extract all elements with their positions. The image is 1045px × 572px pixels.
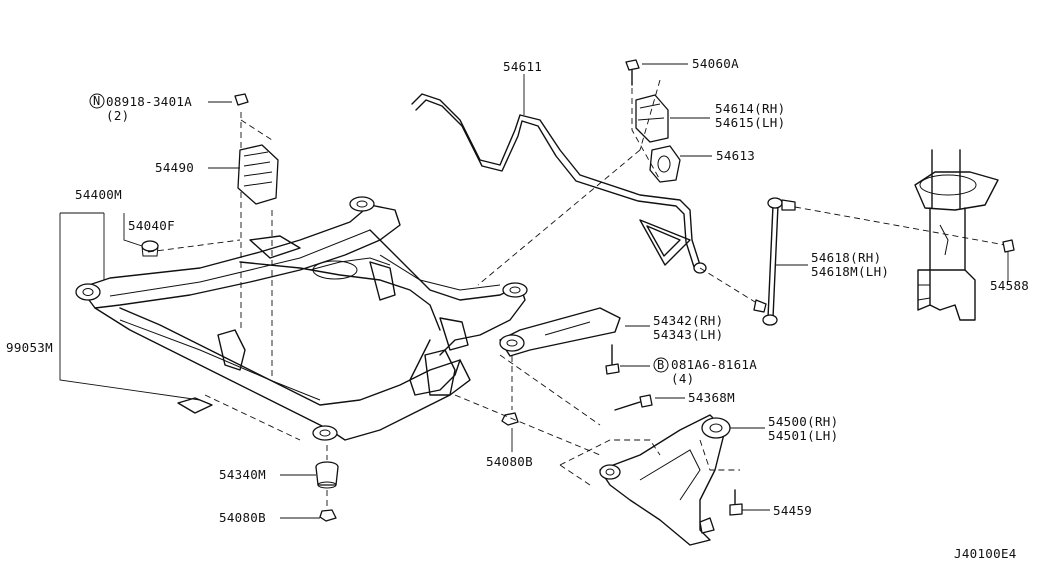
label-54500: 54500(RH): [768, 414, 838, 429]
label-54459: 54459: [773, 503, 812, 518]
label-54060a: 54060A: [692, 56, 739, 71]
label-08918-prefix: N: [93, 94, 100, 108]
label-54588: 54588: [990, 278, 1029, 293]
stabilizer-connecting-rod: [753, 197, 796, 326]
diagram-id: J40100E4: [954, 546, 1017, 561]
label-54342: 54342(RH): [653, 313, 723, 328]
label-54080b-left: 54080B: [219, 510, 266, 525]
label-99053m: 99053M: [6, 340, 53, 355]
label-54080b-center: 54080B: [486, 454, 533, 469]
label-081a6: B 081A6-8161A (4): [653, 357, 757, 386]
nut-54588: [1002, 239, 1015, 253]
strut-assembly: [914, 149, 999, 321]
part-54490-bracket: [237, 144, 279, 205]
nut-08918: [234, 93, 249, 106]
nut-54080b-left: [319, 509, 337, 522]
stabilizer-clamp: [635, 94, 669, 143]
label-08918-number: 08918-3401A: [106, 94, 192, 109]
label-54343: 54343(LH): [653, 327, 723, 342]
lower-transverse-link: [599, 414, 731, 546]
label-54613: 54613: [716, 148, 755, 163]
label-54501: 54501(LH): [768, 428, 838, 443]
label-54368m: 54368M: [688, 390, 735, 405]
part-54040f-cap: [141, 240, 159, 257]
label-54618: 54618(RH): [811, 250, 881, 265]
label-08918: N 08918-3401A (2): [89, 93, 192, 123]
label-54614: 54614(RH): [715, 101, 785, 116]
bolt-54060a: [625, 59, 640, 86]
mount-pad: [177, 397, 213, 414]
stabilizer-bushing: [649, 145, 681, 183]
label-54611: 54611: [503, 59, 542, 74]
leader-lines: [59, 63, 1009, 519]
label-54040f: 54040F: [128, 218, 175, 233]
bolt-54368m: [614, 394, 653, 411]
label-081a6-prefix: B: [657, 358, 664, 372]
label-54490: 54490: [155, 160, 194, 175]
label-54340m: 54340M: [219, 467, 266, 482]
label-081a6-number: 081A6-8161A: [671, 357, 757, 372]
part-54340m-insulator: [315, 461, 339, 489]
link-54342: [499, 307, 621, 357]
bolt-081a6: [605, 344, 620, 375]
label-54400m: 54400M: [75, 187, 122, 202]
stabilizer-bar: [411, 93, 707, 274]
label-081a6-qty: (4): [671, 371, 694, 386]
label-54618m: 54618M(LH): [811, 264, 889, 279]
bolt-54459: [729, 489, 743, 516]
nut-54080b-center: [501, 412, 519, 426]
front-suspension-member: [75, 196, 528, 441]
label-08918-qty: (2): [106, 108, 129, 123]
label-54615: 54615(LH): [715, 115, 785, 130]
